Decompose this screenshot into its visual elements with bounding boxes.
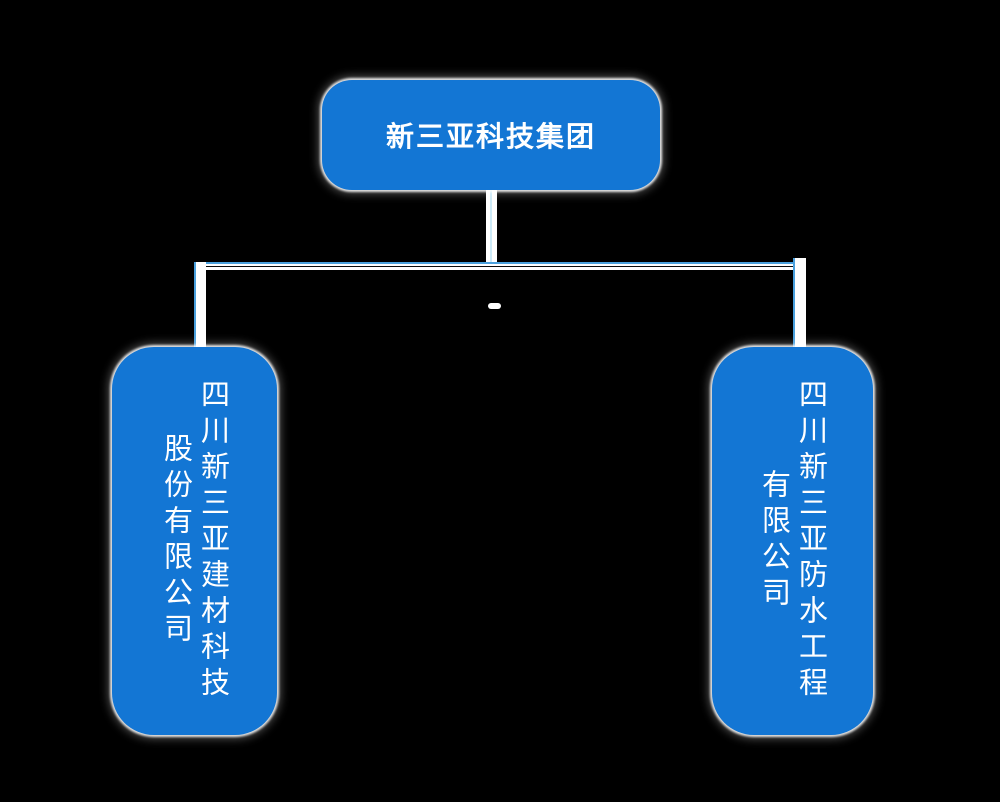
org-node-left-label-line: 股份有限公司 (159, 433, 194, 649)
connector-left-vertical (194, 262, 206, 348)
org-node-root[interactable]: 新三亚科技集团 (322, 80, 660, 190)
org-node-left-label-line: 四川新三亚建材科技 (196, 379, 231, 703)
org-node-right[interactable]: 四川新三亚防水工程 有限公司 (712, 347, 873, 735)
connector-right-vertical (793, 258, 806, 348)
org-node-left-label: 四川新三亚建材科技 股份有限公司 (158, 376, 232, 706)
connector-artifact-dot (488, 303, 501, 309)
org-node-left[interactable]: 四川新三亚建材科技 股份有限公司 (112, 347, 277, 735)
connector-horizontal (194, 262, 806, 271)
org-node-right-label-line: 四川新三亚防水工程 (794, 379, 829, 703)
connector-root-vertical (486, 189, 497, 264)
org-node-root-label: 新三亚科技集团 (385, 120, 596, 153)
org-node-right-label-line: 有限公司 (757, 469, 792, 613)
org-node-right-label: 四川新三亚防水工程 有限公司 (756, 376, 830, 706)
